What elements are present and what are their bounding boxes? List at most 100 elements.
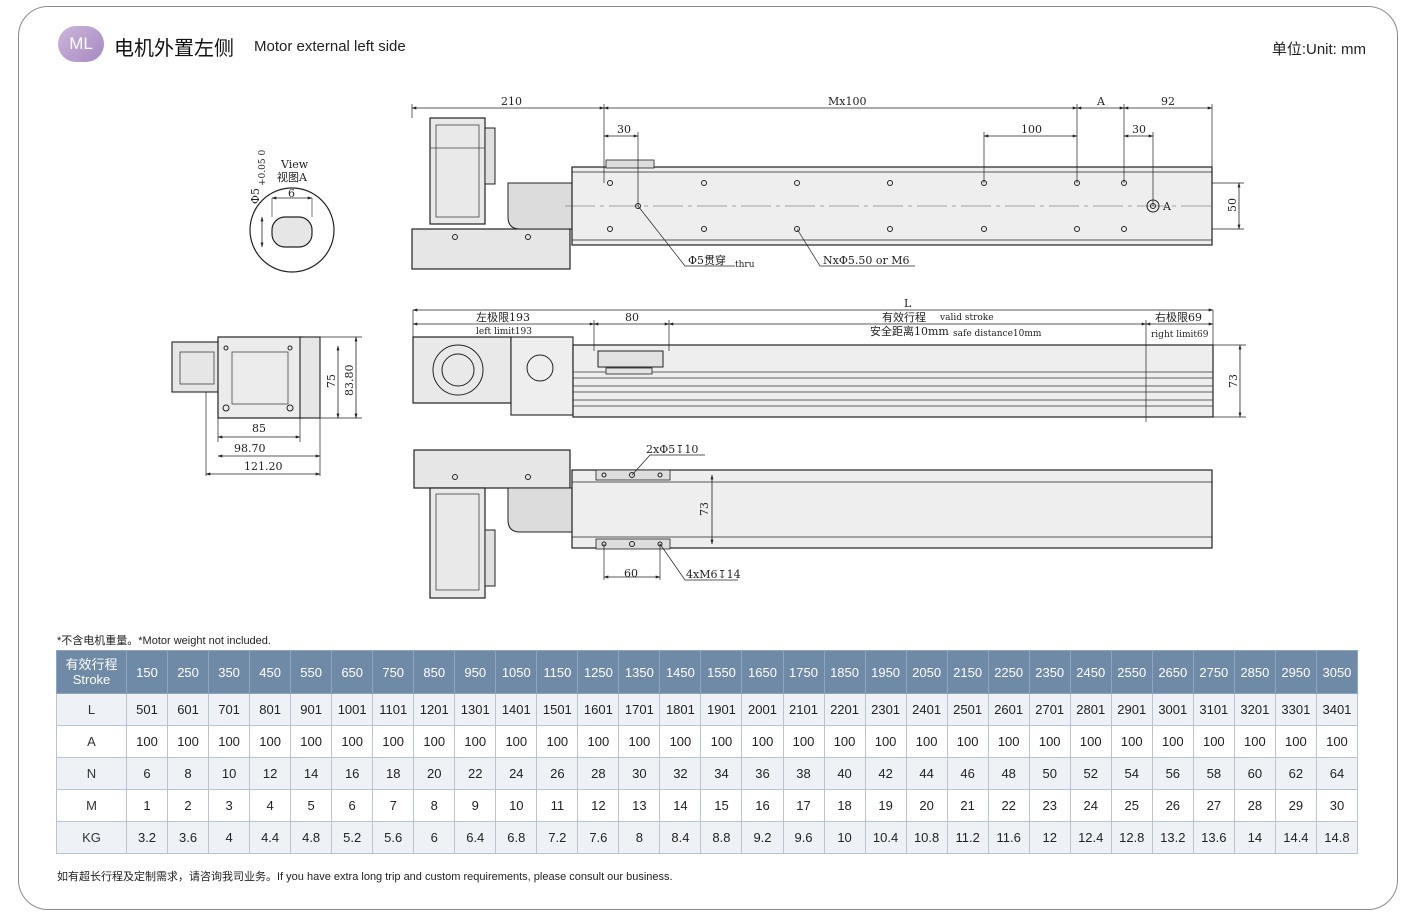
table-cell: 5.6 [372,821,415,854]
stroke-value-header: 1150 [536,650,579,694]
right-limit-cn: 右极限69 [1155,310,1202,324]
table-cell: 2901 [1110,693,1153,726]
left-limit-cn: 左极限193 [476,310,530,324]
stroke-cn: 有效行程 [882,310,926,324]
table-cell: 100 [659,725,702,758]
table-cell: 10 [208,757,251,790]
table-cell: 10.8 [905,821,948,854]
table-cell: 3.6 [167,821,210,854]
stroke-en: valid stroke [939,313,994,323]
table-cell: 3001 [1151,693,1194,726]
table-cell: 6.4 [454,821,497,854]
table-cell: 1901 [700,693,743,726]
table-cell: 8.4 [659,821,702,854]
table-cell: 3401 [1315,693,1359,726]
stroke-value-header: 350 [208,650,251,694]
stroke-value-header: 2250 [987,650,1030,694]
table-cell: 100 [290,725,333,758]
table-cell: 21 [946,789,989,822]
table-cell: 7.2 [536,821,579,854]
table-cell: 24 [495,757,538,790]
dim-tolerance: +0.05 0 [258,150,268,186]
table-cell: 2 [167,789,210,822]
table-cell: 100 [946,725,989,758]
stroke-value-header: 1950 [864,650,907,694]
table-cell: 60 [1233,757,1276,790]
table-cell: 100 [1151,725,1194,758]
dim-a: A [1096,95,1106,108]
stroke-value-header: 1550 [700,650,743,694]
table-cell: 1401 [495,693,538,726]
table-cell: 12 [1028,821,1071,854]
table-cell: 8.8 [700,821,743,854]
table-cell: 100 [741,725,784,758]
table-cell: 6 [413,821,456,854]
table-cell: 8 [618,821,661,854]
right-limit-en: right limit69 [1151,330,1209,340]
table-cell: 20 [905,789,948,822]
table-cell: 100 [1192,725,1235,758]
table-cell: 10.4 [864,821,907,854]
side-view: L 左极限193 left limit193 80 有效行程 valid str… [412,297,1246,422]
stroke-value-header: 2050 [905,650,948,694]
table-cell: 1301 [454,693,497,726]
top-view: 210 Mx100 A 92 30 100 30 A 50 Φ5贯穿 thru … [411,95,1244,270]
dim-60: 60 [624,567,638,580]
dim-50: 50 [1226,198,1239,212]
table-cell: 46 [946,757,989,790]
table-cell: 100 [1028,725,1071,758]
table-cell: 1701 [618,693,661,726]
stroke-value-header: 1650 [741,650,784,694]
table-cell: 7 [372,789,415,822]
table-cell: 30 [1315,789,1359,822]
table-cell: 100 [536,725,579,758]
table-cell: 601 [167,693,210,726]
table-cell: 10 [823,821,866,854]
table-cell: 36 [741,757,784,790]
dim-121-20: 121.20 [244,460,283,473]
dim-73-side: 73 [1227,374,1240,388]
table-cell: 16 [741,789,784,822]
table-cell: 2301 [864,693,907,726]
table-cell: 100 [577,725,620,758]
table-cell: 1801 [659,693,702,726]
table-cell: 100 [987,725,1030,758]
table-cell: 12.8 [1110,821,1153,854]
table-cell: 1 [125,789,169,822]
stroke-value-header: 1450 [659,650,702,694]
view-a-detail: View 视图A 6 Φ5 +0.05 0 [249,150,335,273]
row-label: M [56,789,127,822]
table-cell: 2201 [823,693,866,726]
table-cell: 2401 [905,693,948,726]
table-cell: 52 [1069,757,1112,790]
stroke-value-header: 3050 [1315,650,1359,694]
table-cell: 100 [249,725,292,758]
row-label: L [56,693,127,726]
table-cell: 4.4 [249,821,292,854]
table-cell: 62 [1274,757,1317,790]
table-cell: 28 [577,757,620,790]
stroke-value-header: 2850 [1233,650,1276,694]
stroke-value-header: 550 [290,650,333,694]
table-cell: 26 [1151,789,1194,822]
table-cell: 6.8 [495,821,538,854]
table-cell: 100 [1315,725,1359,758]
stroke-value-header: 1250 [577,650,620,694]
table-cell: 2601 [987,693,1030,726]
safe-en: safe distance10mm [953,329,1042,339]
table-cell: 44 [905,757,948,790]
table-cell: 100 [495,725,538,758]
table-cell: 26 [536,757,579,790]
table-cell: 54 [1110,757,1153,790]
callout-holes: NxΦ5.50 or M6 [823,254,909,267]
row-label: A [56,725,127,758]
dim-210: 210 [501,95,522,108]
dim-30-right: 30 [1132,123,1146,136]
table-cell: 19 [864,789,907,822]
table-cell: 100 [700,725,743,758]
table-cell: 1601 [577,693,620,726]
